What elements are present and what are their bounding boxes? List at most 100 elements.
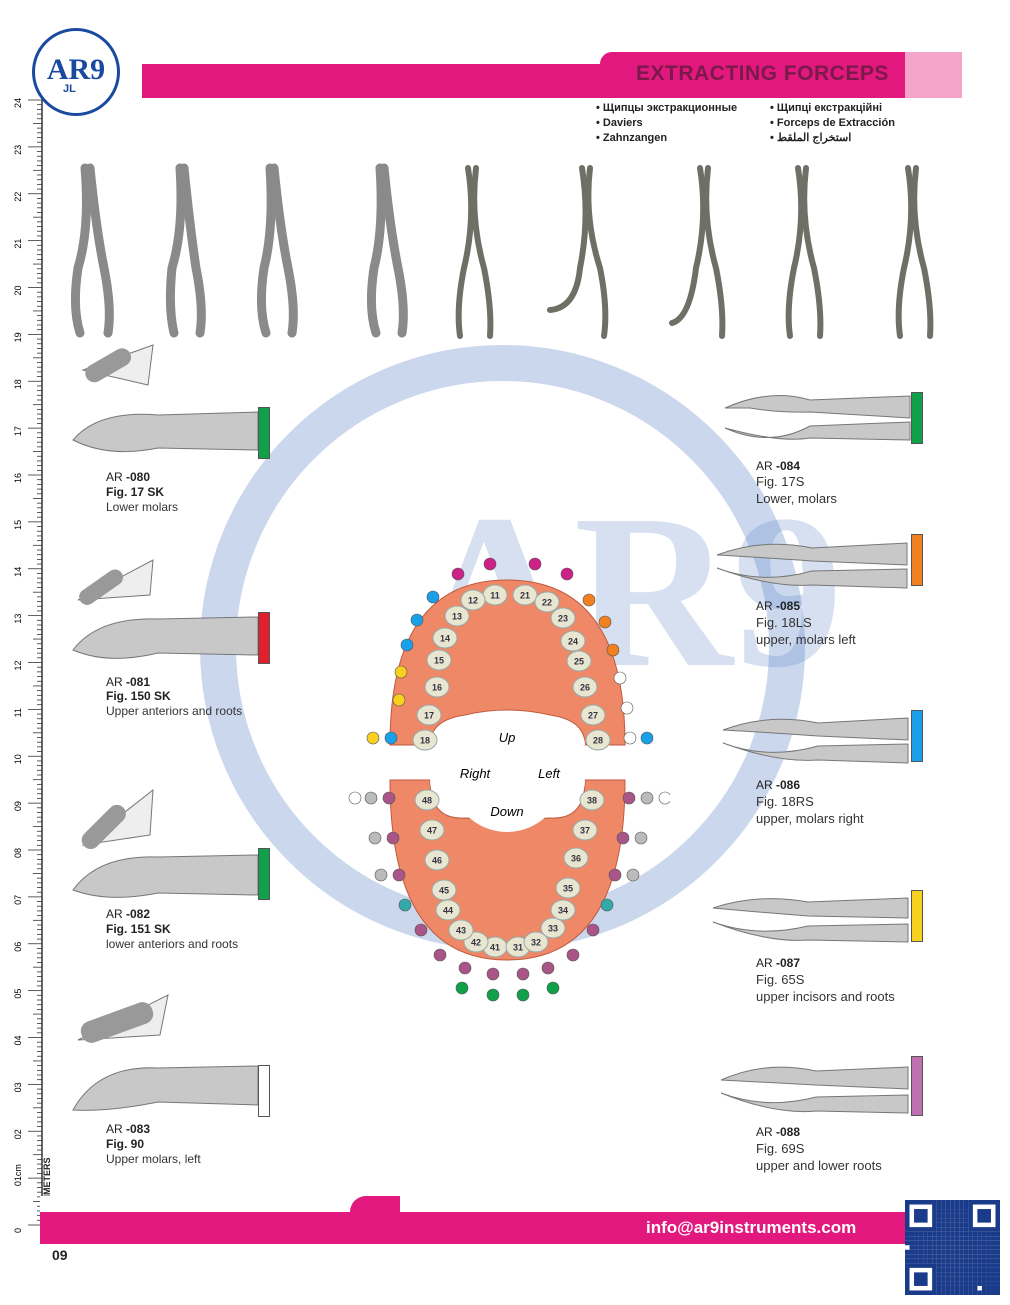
color-dot <box>541 961 555 975</box>
tooth-number: 38 <box>587 796 597 806</box>
contact-email[interactable]: info@ar9instruments.com <box>646 1218 857 1237</box>
color-dot <box>374 868 388 882</box>
tooth-number: 36 <box>571 854 581 864</box>
color-dot <box>546 981 560 995</box>
tooth <box>540 917 566 939</box>
tooth <box>412 729 438 751</box>
color-dot <box>364 791 378 805</box>
teeth-chart: Up Down Right Left 111213141516171821222… <box>348 557 670 1002</box>
product-fig-ar-087: Fig. 65S <box>756 972 805 987</box>
tooth <box>431 879 457 901</box>
product-desc-ar-081: Upper anteriors and roots <box>106 704 243 718</box>
ruler-label: 17 <box>13 426 23 436</box>
forceps-image-ar-085 <box>716 542 908 589</box>
tooth <box>585 729 611 751</box>
color-dot <box>634 831 648 845</box>
tooth-number: 45 <box>439 886 449 896</box>
center-circle <box>450 718 564 832</box>
tooth-number: 37 <box>580 826 590 836</box>
product-desc-ar-086: upper, molars right <box>756 811 864 826</box>
color-dot <box>640 731 654 745</box>
tooth <box>448 919 474 941</box>
tooth <box>579 789 605 811</box>
ruler-label: 21 <box>13 239 23 249</box>
color-dot <box>384 731 398 745</box>
translation-fr: Daviers <box>602 117 643 129</box>
tooth-number: 31 <box>513 943 523 953</box>
label-down: Down <box>490 804 523 819</box>
color-dot <box>414 923 428 937</box>
tooth-number: 42 <box>471 938 481 948</box>
tooth <box>432 627 458 649</box>
color-dot <box>433 948 447 962</box>
footer-bar <box>40 1212 930 1244</box>
footer-bar-curve <box>350 1196 400 1212</box>
tooth <box>572 676 598 698</box>
translation-es: Forceps de Extracción <box>776 117 895 129</box>
color-dot <box>382 791 396 805</box>
tooth-number: 27 <box>588 711 598 721</box>
product-desc-ar-083: Upper molars, left <box>106 1152 201 1166</box>
forceps-image-ar-082 <box>72 788 259 898</box>
color-dot <box>426 590 440 604</box>
color-tag-ar-080 <box>258 407 270 459</box>
ruler-label: 03 <box>13 1082 23 1092</box>
ruler-label: 18 <box>13 379 23 389</box>
tooth-number: 35 <box>563 884 573 894</box>
label-right: Right <box>460 766 492 781</box>
translation-uk: Щипці екстракційні <box>776 102 883 114</box>
ruler-label: 15 <box>13 520 23 530</box>
ruler-label: 13 <box>13 614 23 624</box>
tooth-number: 11 <box>490 591 500 601</box>
ruler-label: 05 <box>13 989 23 999</box>
color-tag-ar-084 <box>911 392 923 444</box>
forceps-image-ar-080 <box>72 344 259 453</box>
translation-de: Zahnzangen <box>602 132 668 144</box>
ruler-label: 06 <box>13 942 23 952</box>
color-dot <box>640 791 654 805</box>
product-code-ar-082: AR -082 <box>106 907 151 921</box>
ruler-label: 14 <box>13 567 23 577</box>
color-dot <box>620 701 634 715</box>
forceps-image-ar-088 <box>720 1066 909 1114</box>
color-dot <box>486 988 500 1002</box>
color-dot <box>606 643 620 657</box>
ruler-label: 20 <box>13 285 23 295</box>
color-dot <box>366 731 380 745</box>
product-fig-ar-086: Fig. 18RS <box>756 794 814 809</box>
product-code-ar-081: AR -081 <box>106 675 151 689</box>
tooth <box>424 849 450 871</box>
product-fig-ar-085: Fig. 18LS <box>756 615 812 630</box>
tooth-number: 23 <box>558 614 568 624</box>
label-up: Up <box>499 730 516 745</box>
color-dot <box>348 791 362 805</box>
tooth-number: 15 <box>434 656 444 666</box>
product-fig-ar-081: Fig. 150 SK <box>106 689 171 703</box>
product-code-ar-085: AR -085 <box>756 599 801 613</box>
product-fig-ar-082: Fig. 151 SK <box>106 922 171 936</box>
color-dot <box>458 961 472 975</box>
tooth <box>566 650 592 672</box>
tooth <box>426 649 452 671</box>
ruler-label: 10 <box>13 754 23 764</box>
tooth <box>560 630 586 652</box>
tooth-number: 41 <box>490 943 500 953</box>
tooth-number: 22 <box>542 598 552 608</box>
color-tag-ar-085 <box>911 534 923 586</box>
ruler-label: 12 <box>13 660 23 670</box>
ruler-label: 11 <box>13 708 23 717</box>
color-dot <box>626 868 640 882</box>
color-dot <box>613 671 627 685</box>
qr-code-icon <box>905 1200 1000 1295</box>
product-desc-ar-080: Lower molars <box>106 500 179 514</box>
color-dot <box>516 988 530 1002</box>
tooth-number: 32 <box>531 938 541 948</box>
color-dot <box>368 831 382 845</box>
tooth-number: 24 <box>568 637 578 647</box>
brand-logo: AR9 JL <box>32 28 120 116</box>
logo-text: AR9 <box>46 53 106 86</box>
tooth <box>512 584 538 606</box>
ruler-label: 09 <box>13 801 23 811</box>
label-left: Left <box>538 766 561 781</box>
product-fig-ar-080: Fig. 17 SK <box>106 485 165 499</box>
